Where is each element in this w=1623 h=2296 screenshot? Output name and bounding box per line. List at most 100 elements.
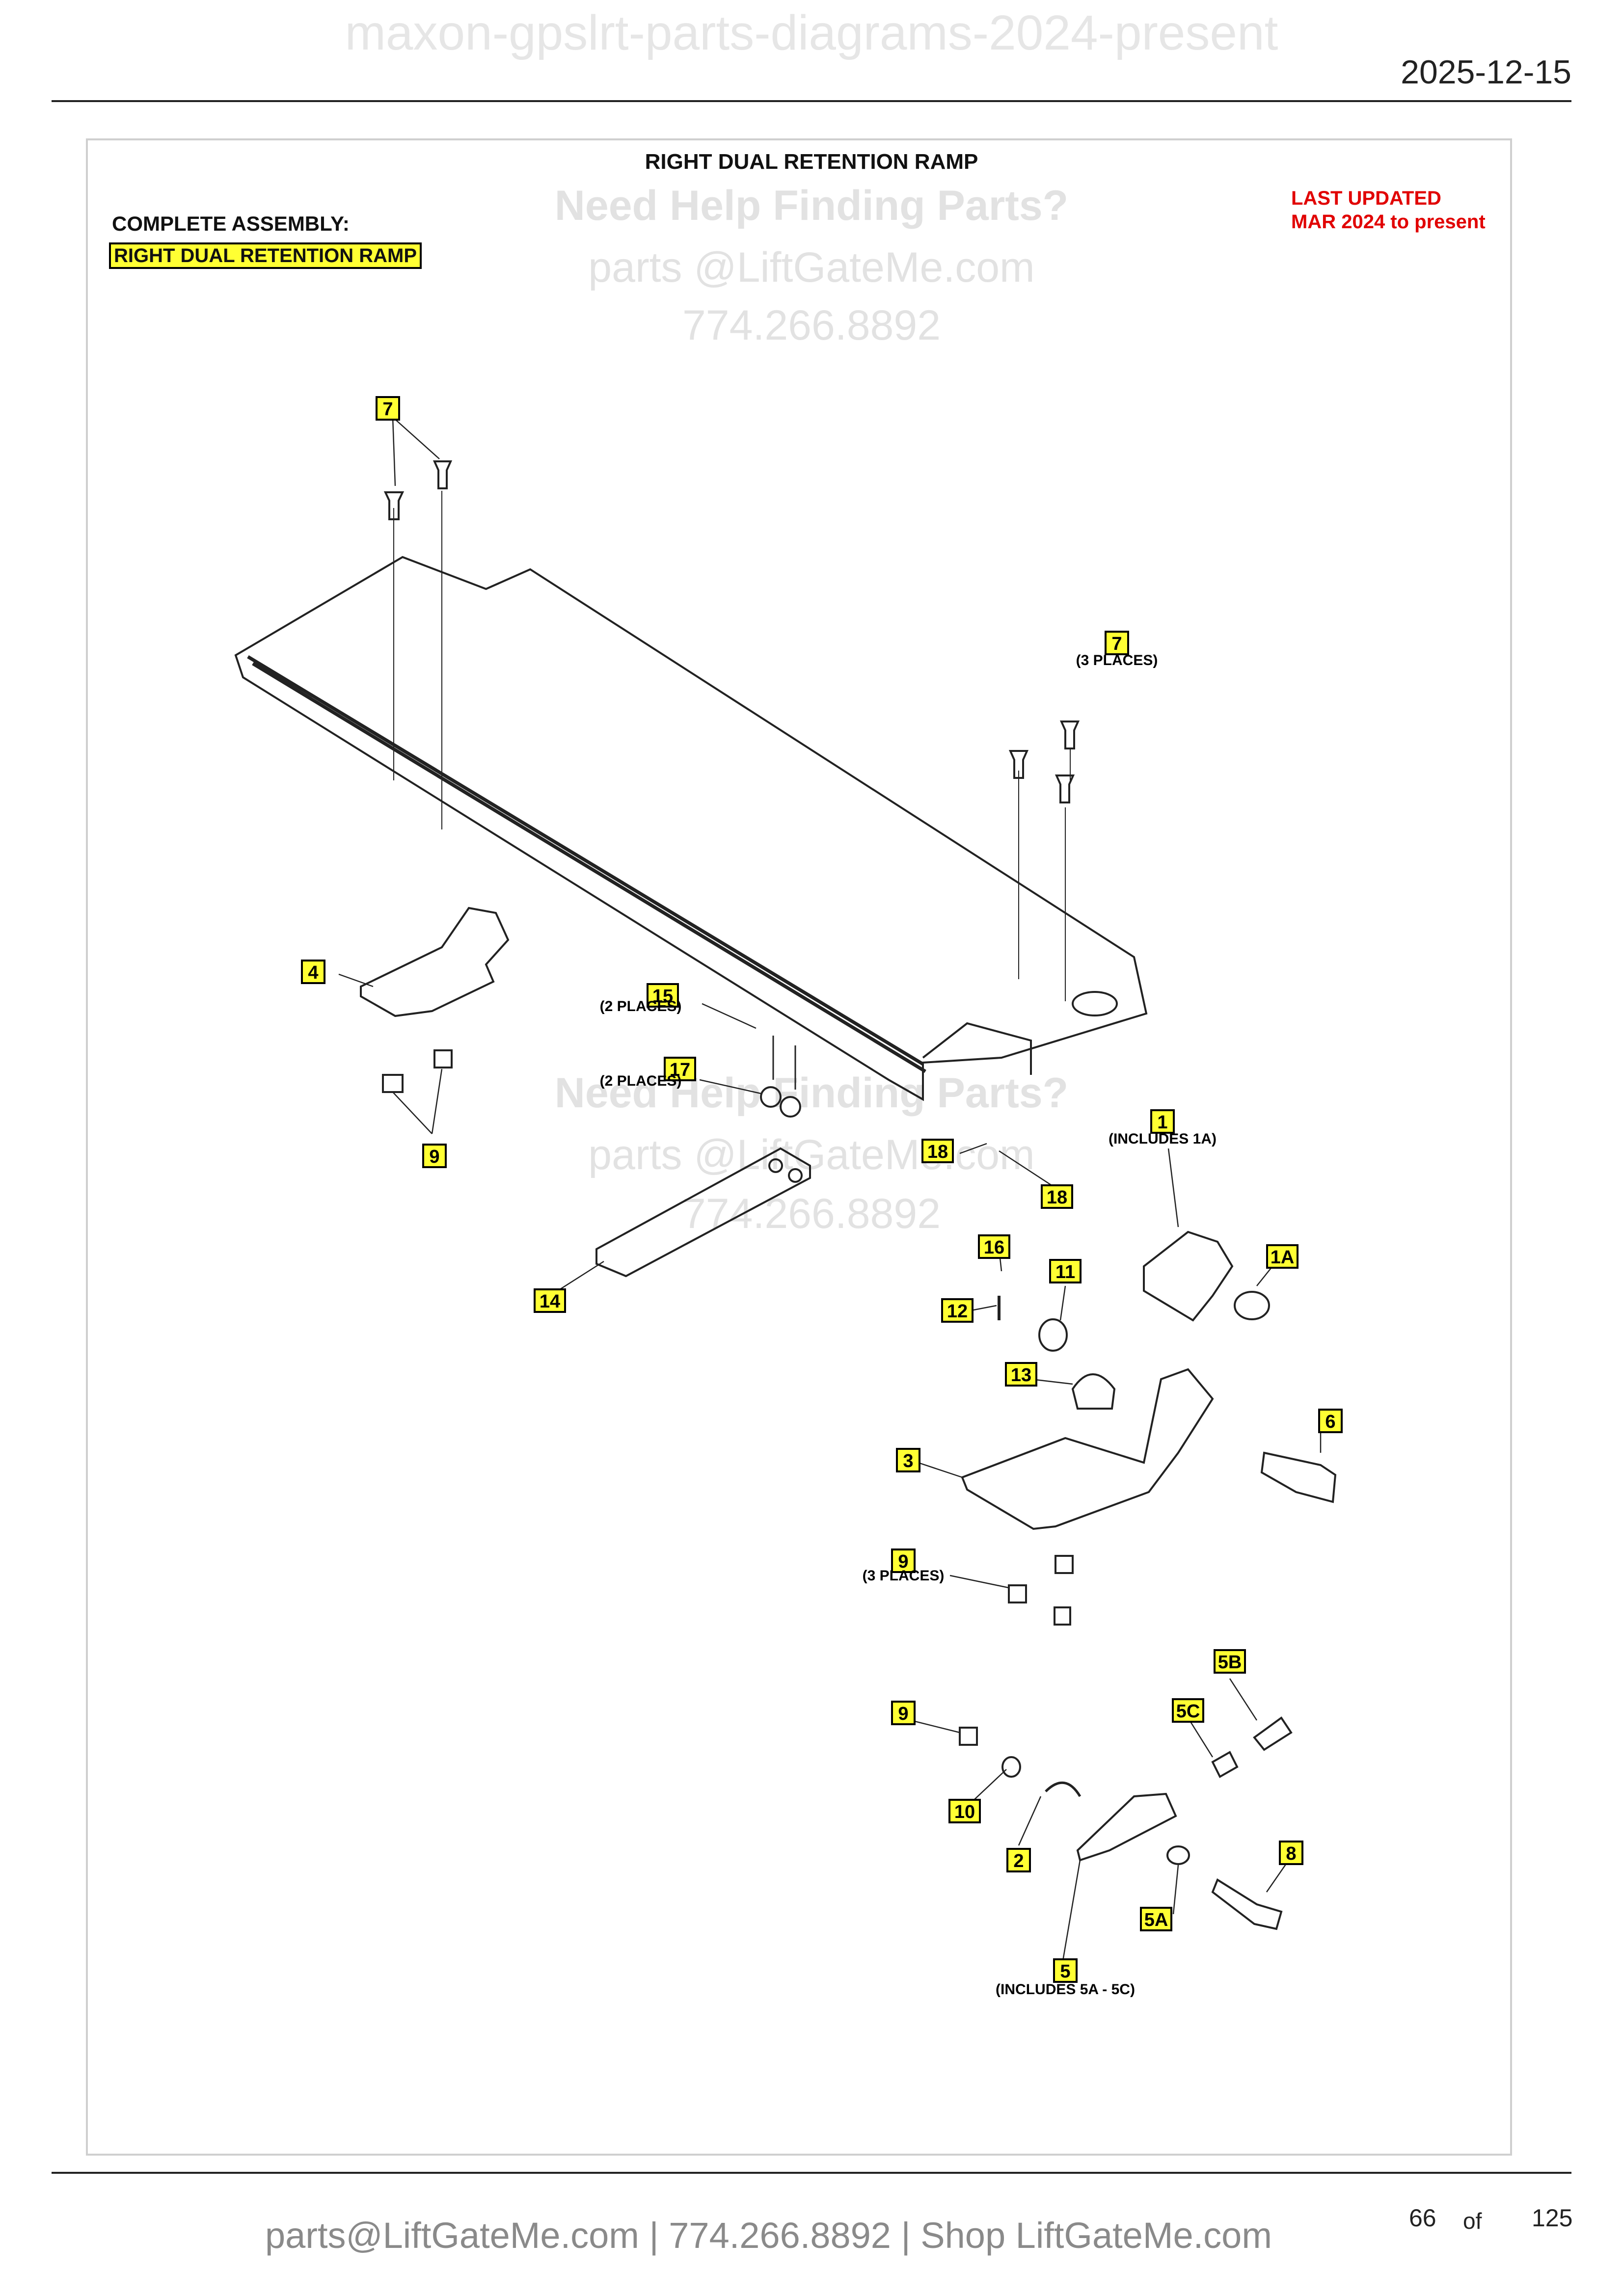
diagram-title: RIGHT DUAL RETENTION RAMP xyxy=(645,150,978,174)
ramp-notch xyxy=(922,1022,1032,1075)
ramp-bolt-lines xyxy=(393,491,1071,1001)
nut-9c xyxy=(959,1727,978,1746)
date-label: 2025-12-15 xyxy=(1401,53,1571,91)
footer-contact: parts@LiftGateMe.com | 774.266.8892 | Sh… xyxy=(265,2215,1272,2256)
callout-box-18 xyxy=(1041,1184,1073,1209)
callout-note: (2 PLACES) xyxy=(600,998,682,1015)
help-watermark-phone: 774.266.8892 xyxy=(682,302,941,349)
bolt-7e xyxy=(1055,774,1075,803)
callout-note: (3 PLACES) xyxy=(863,1568,945,1584)
callout-note: (3 PLACES) xyxy=(1076,652,1158,668)
callout-label-8: 8 xyxy=(1286,1843,1296,1864)
callout-label-7: 7 xyxy=(382,399,393,420)
nut-9b xyxy=(433,1049,453,1068)
callout-box-9 xyxy=(891,1548,916,1573)
callout-label-2: 2 xyxy=(1013,1851,1024,1871)
pin-6 xyxy=(1260,1451,1337,1503)
page-number: 66 xyxy=(1409,2204,1436,2232)
callout-label-7: 7 xyxy=(1111,634,1122,654)
callout-label-17: 17 xyxy=(670,1060,690,1080)
callout-note: (2 PLACES) xyxy=(600,1073,682,1089)
latch-5 xyxy=(1076,1792,1177,1862)
callout-box-1A xyxy=(1266,1244,1298,1269)
callout-label-14: 14 xyxy=(540,1291,560,1312)
callout-box-13 xyxy=(1005,1362,1037,1387)
footer-rule xyxy=(52,2172,1571,2174)
callout-note: (INCLUDES 1A) xyxy=(1109,1131,1217,1147)
callout-box-18 xyxy=(921,1139,954,1163)
callout-box-6 xyxy=(1318,1409,1343,1433)
callout-box-9 xyxy=(891,1701,916,1725)
callout-label-5C: 5C xyxy=(1176,1701,1200,1722)
page-total: 125 xyxy=(1532,2204,1573,2232)
complete-assembly-value: RIGHT DUAL RETENTION RAMP xyxy=(109,242,422,269)
nut-9a xyxy=(382,1074,404,1093)
help-watermark-phone-2: 774.266.8892 xyxy=(682,1190,941,1237)
complete-assembly-label: COMPLETE ASSEMBLY: xyxy=(112,212,350,235)
bushing-1A xyxy=(1234,1291,1270,1320)
callout-box-17 xyxy=(664,1057,696,1081)
callout-box-7 xyxy=(376,396,400,421)
page-of: of xyxy=(1463,2208,1482,2234)
base-bracket-3 xyxy=(961,1368,1214,1530)
callout-box-11 xyxy=(1049,1259,1082,1283)
hinge-lug-1 xyxy=(1143,1230,1234,1322)
callout-label-15: 15 xyxy=(652,986,673,1007)
callout-box-1 xyxy=(1150,1109,1175,1134)
callout-label-4: 4 xyxy=(308,962,318,983)
callout-box-16 xyxy=(978,1234,1010,1259)
callout-label-18: 18 xyxy=(1047,1187,1067,1208)
callout-box-5 xyxy=(1053,1958,1078,1983)
help-watermark-email: parts @LiftGateMe.com xyxy=(588,244,1035,291)
header-rule xyxy=(52,100,1571,102)
bolt-8 xyxy=(1211,1878,1283,1930)
help-watermark-email-2: parts @LiftGateMe.com xyxy=(588,1131,1035,1178)
callout-box-7 xyxy=(1105,631,1129,655)
bolt-5B xyxy=(1253,1716,1293,1751)
callout-note: (INCLUDES 5A - 5C) xyxy=(996,1981,1135,1998)
strap-14 xyxy=(595,1147,811,1278)
callout-box-3 xyxy=(896,1448,920,1472)
callout-label-9: 9 xyxy=(898,1704,908,1724)
callout-box-5C xyxy=(1172,1698,1204,1723)
callout-label-1: 1 xyxy=(1157,1112,1167,1133)
bolt-7c xyxy=(1008,750,1029,779)
callout-box-12 xyxy=(941,1298,974,1323)
washer-11 xyxy=(1038,1318,1068,1352)
callout-box-10 xyxy=(948,1799,981,1823)
callout-label-11: 11 xyxy=(1055,1262,1075,1282)
nut-5C xyxy=(1211,1751,1239,1778)
help-watermark-heading: Need Help Finding Parts? xyxy=(554,182,1069,229)
callout-label-3: 3 xyxy=(903,1451,913,1471)
callout-label-13: 13 xyxy=(1011,1365,1031,1386)
washer-17a xyxy=(760,1086,782,1108)
callout-label-5B: 5B xyxy=(1218,1652,1242,1673)
callout-box-5B xyxy=(1214,1649,1246,1674)
watermark-filename: maxon-gpslrt-parts-diagrams-2024-present xyxy=(345,5,1278,60)
leader-lines xyxy=(338,417,1322,1961)
strap-hole-a xyxy=(768,1158,783,1173)
callout-box-4 xyxy=(301,960,325,984)
callout-label-6: 6 xyxy=(1325,1412,1335,1432)
strap-hole-b xyxy=(788,1168,803,1183)
last-updated: LAST UPDATED MAR 2024 to present xyxy=(1291,187,1486,234)
callout-label-18: 18 xyxy=(927,1142,948,1162)
callout-box-14 xyxy=(534,1288,566,1313)
ramp-rail xyxy=(247,655,926,1073)
callout-label-1A: 1A xyxy=(1271,1247,1295,1268)
help-watermark-heading-2: Need Help Finding Parts? xyxy=(554,1069,1069,1117)
callout-label-12: 12 xyxy=(947,1301,968,1322)
nuts-9-group xyxy=(1008,1555,1074,1626)
bolt-7a xyxy=(383,491,405,520)
callout-box-2 xyxy=(1006,1848,1031,1872)
diagram-frame xyxy=(86,138,1512,2156)
ramp-plate xyxy=(234,556,1148,1101)
last-updated-line1: LAST UPDATED xyxy=(1291,187,1441,209)
callout-label-5A: 5A xyxy=(1144,1910,1168,1930)
bolt-7d xyxy=(1059,721,1080,749)
callout-box-8 xyxy=(1279,1841,1303,1865)
callout-label-9: 9 xyxy=(898,1551,908,1572)
callout-box-15 xyxy=(647,983,679,1008)
